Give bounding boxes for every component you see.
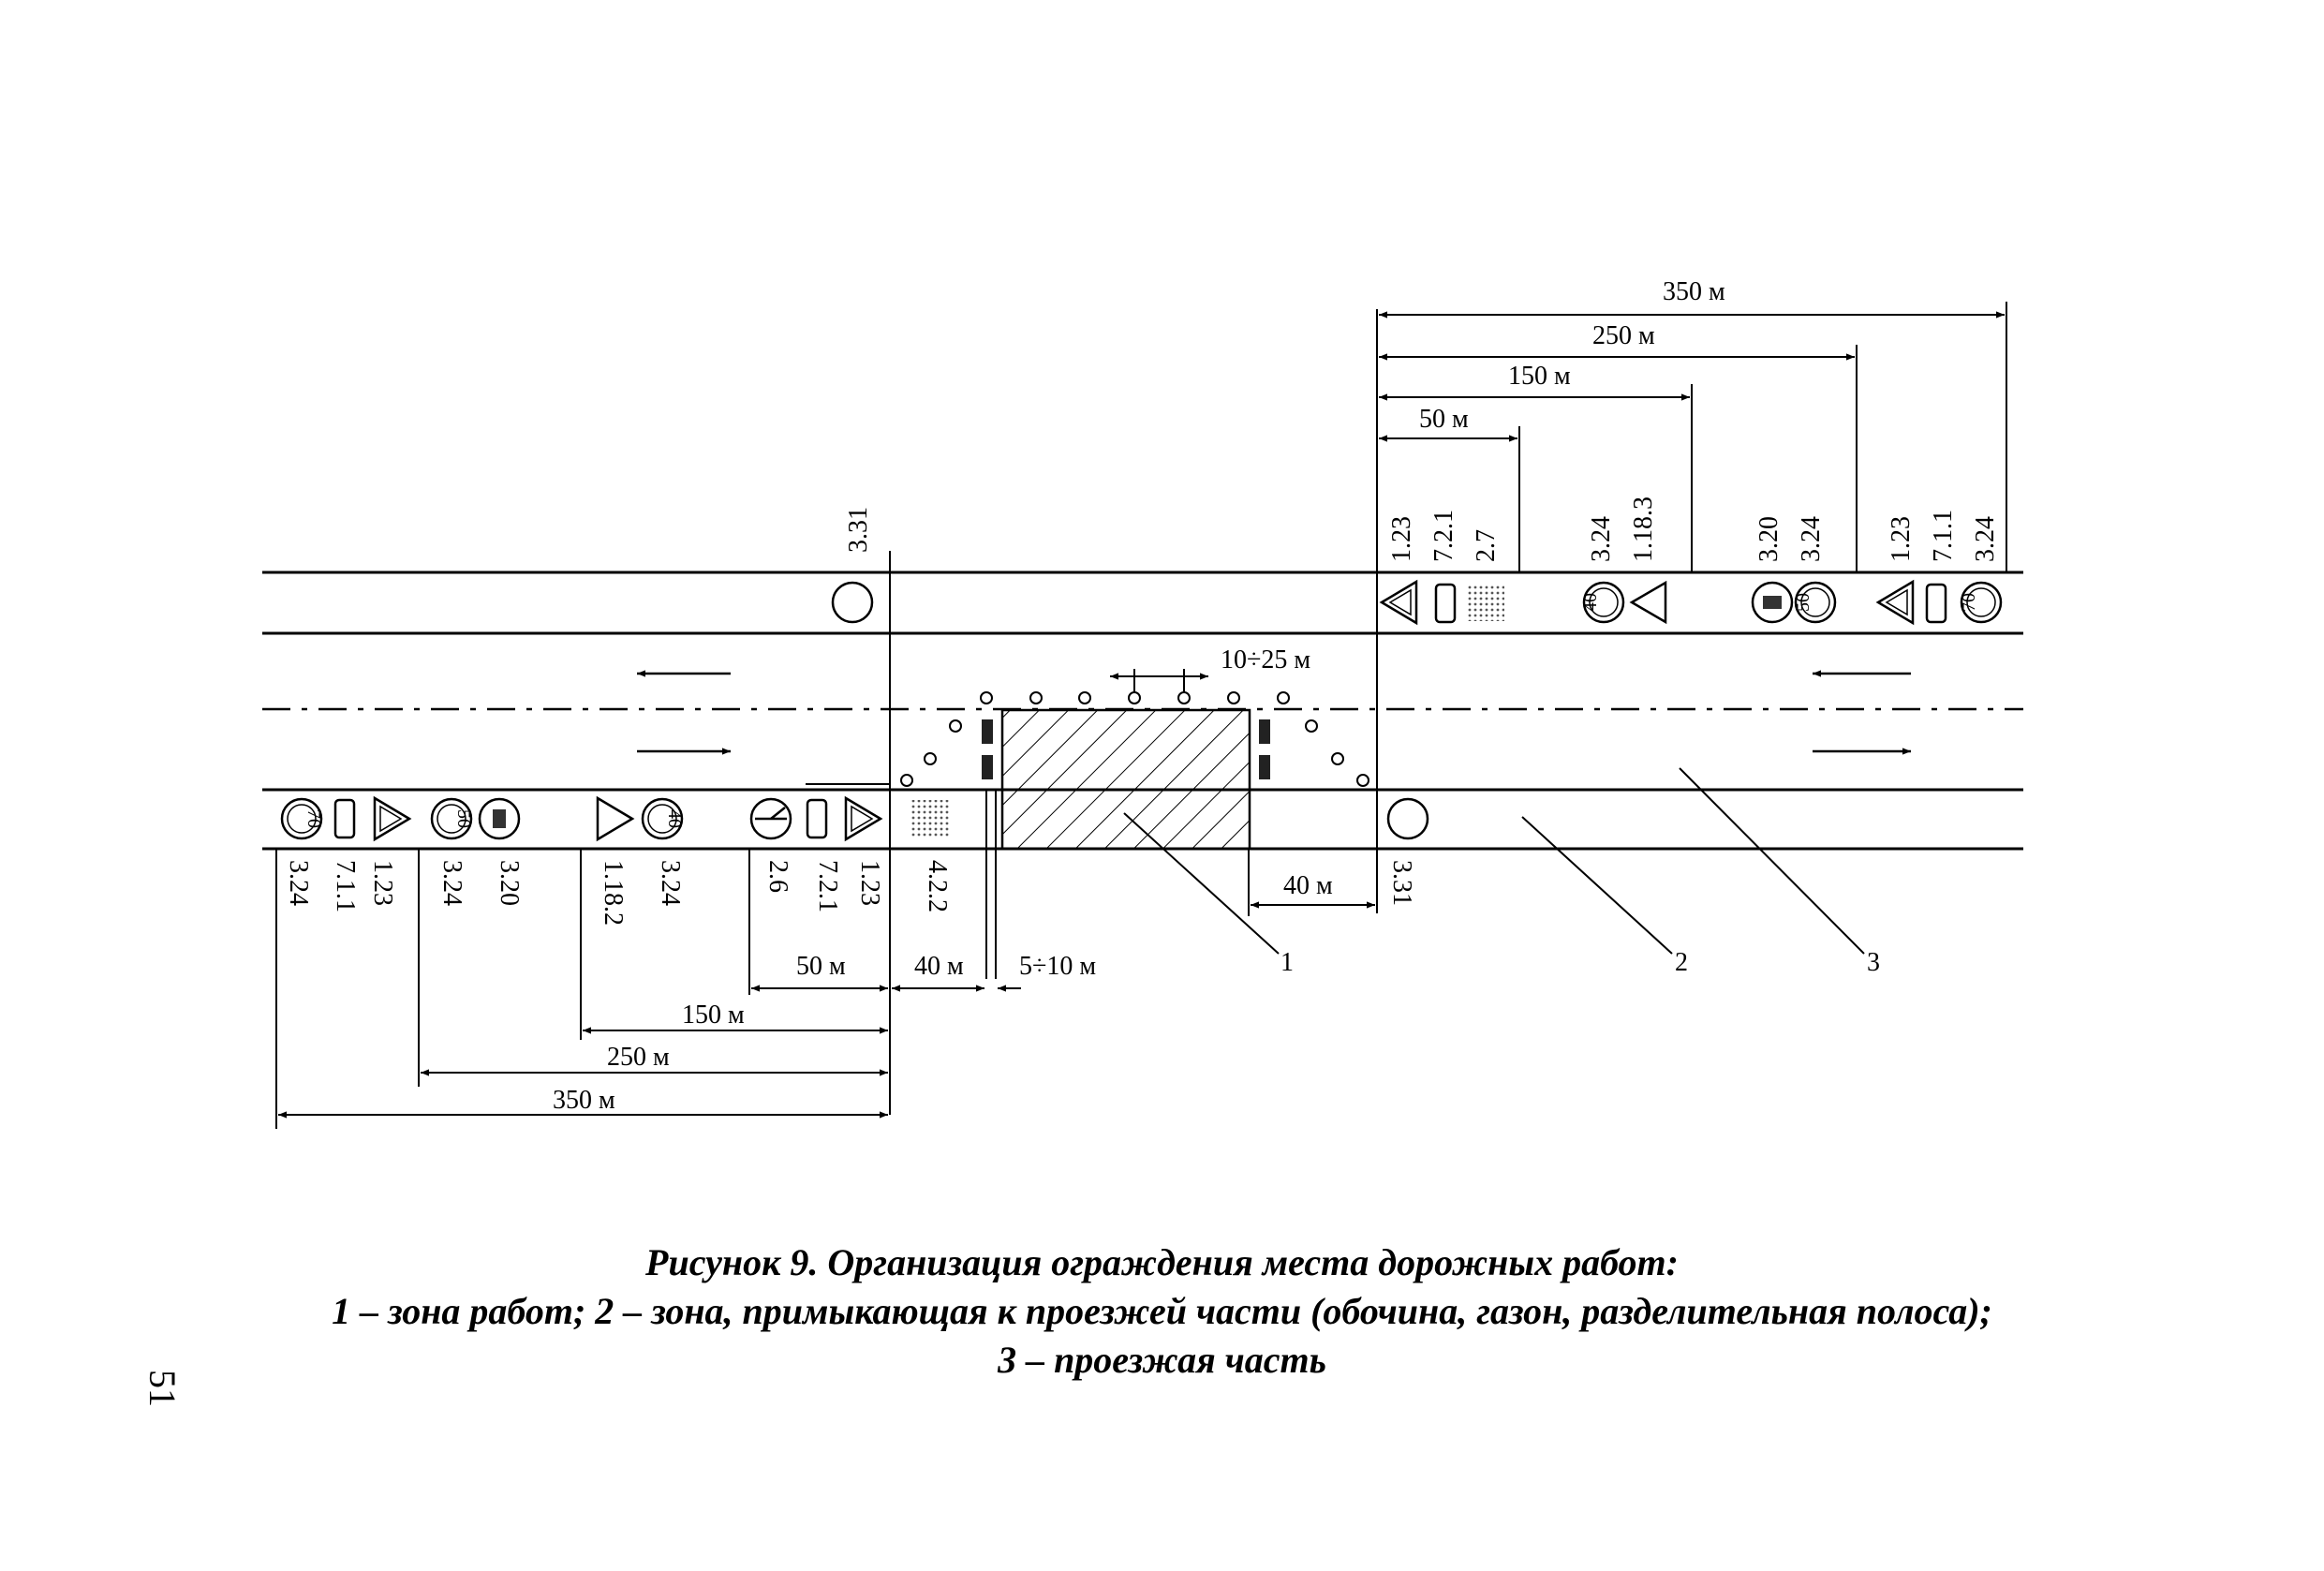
- bottom-sign-labels: 3.24 7.1.1 1.23 3.24 3.20 1.18.2 3.24 2.…: [284, 860, 1416, 926]
- work-zone-hatched: [1000, 708, 1251, 851]
- sign-label: 3.24: [1797, 516, 1826, 562]
- top-dimension-lines: [1379, 311, 2005, 442]
- speed-value: 50: [1793, 593, 1813, 612]
- dim-top-50: 50 м: [1419, 405, 1469, 434]
- dim-bot-40: 40 м: [914, 952, 964, 981]
- sign-label: 3.31: [1387, 860, 1416, 906]
- sign-label: 1.23: [1387, 516, 1416, 562]
- sign-label: 2.6: [763, 860, 792, 893]
- caption-line-1: Рисунок 9. Организация ограждения места …: [645, 1241, 1679, 1283]
- pass-left-sign-icon: [910, 800, 950, 837]
- bottom-signs: 70 50 40: [280, 795, 1429, 842]
- sign-label: 1.23: [368, 860, 397, 906]
- traffic-cones: [900, 691, 1369, 787]
- dim-spacing: 10÷25 м: [1221, 645, 1310, 674]
- bottom-dimension-lines: [278, 901, 1375, 1119]
- distance-plate-icon: [333, 798, 356, 839]
- dim-bot-350: 350 м: [553, 1086, 615, 1115]
- zone-label-2: 2: [1675, 948, 1688, 977]
- sign-label: 1.23: [1887, 516, 1916, 562]
- caption-line-3: 3 – проезжая часть: [998, 1339, 1326, 1381]
- sign-label: 3.24: [437, 860, 466, 906]
- sign-label: 7.1.1: [1929, 510, 1958, 562]
- speed-value: 50: [453, 809, 474, 828]
- sign-label: 3.24: [284, 860, 313, 906]
- dim-bot-150: 150 м: [682, 1000, 745, 1030]
- sign-label: 3.24: [1971, 516, 2000, 562]
- distance-plate-icon: [1434, 583, 1457, 624]
- sign-label: 1.18.3: [1629, 496, 1658, 562]
- dim-bot-250: 250 м: [607, 1043, 670, 1072]
- distance-plate-icon: [1925, 583, 1947, 624]
- sign-label: 4.2.2: [923, 860, 952, 912]
- dim-gap: 5÷10 м: [1019, 952, 1096, 981]
- sign-label: 3.24: [656, 860, 685, 906]
- dim-bot-50: 50 м: [796, 952, 846, 981]
- zone-label-1: 1: [1280, 948, 1294, 977]
- zone-label-3: 3: [1867, 948, 1880, 977]
- speed-value: 40: [664, 809, 685, 828]
- distance-plate-icon: [806, 798, 828, 839]
- speed-value: 40: [1580, 593, 1601, 612]
- priority-oncoming-sign-icon: [1467, 585, 1504, 621]
- barrier-markers: [982, 719, 1270, 779]
- road-narrowing-sign-icon: [1629, 580, 1667, 625]
- sign-label: 1.18.2: [599, 860, 628, 926]
- sign-label: 7.2.1: [813, 860, 842, 912]
- sign-label: 2.7: [1472, 529, 1501, 562]
- zone-leaders: [1123, 767, 1865, 955]
- dim-top-150: 150 м: [1508, 362, 1571, 391]
- dim-right-40: 40 м: [1283, 871, 1333, 900]
- speed-value: 70: [303, 809, 324, 828]
- sign-label: 3.24: [1587, 516, 1616, 562]
- reference-verticals: [275, 302, 2007, 1129]
- road-narrowing-sign-icon: [596, 795, 635, 842]
- dim-top-250: 250 м: [1592, 321, 1655, 350]
- sign-label: 7.1.1: [331, 860, 360, 912]
- direction-arrows: [637, 670, 1911, 755]
- sign-label: 7.2.1: [1429, 510, 1458, 562]
- sign-label: 3.20: [1754, 516, 1784, 562]
- end-restrictions-sign-icon: [1386, 797, 1429, 840]
- speed-value: 70: [1959, 593, 1979, 612]
- end-restrictions-sign-icon: [831, 581, 874, 624]
- sign-label: 3.20: [495, 860, 524, 906]
- sign-label: 1.23: [855, 860, 884, 906]
- page-number: 51: [141, 1370, 184, 1407]
- sign-label: 3.31: [844, 507, 873, 553]
- top-signs: 40 50 70: [831, 579, 2003, 626]
- spacing-dimension: [1110, 669, 1208, 693]
- dim-top-350: 350 м: [1663, 277, 1725, 306]
- top-sign-labels: 3.31 1.23 7.2.1 2.7 3.24 1.18.3 3.20 3.2…: [844, 496, 2000, 562]
- caption-line-2: 1 – зона работ; 2 – зона, примыкающая к …: [332, 1290, 1992, 1332]
